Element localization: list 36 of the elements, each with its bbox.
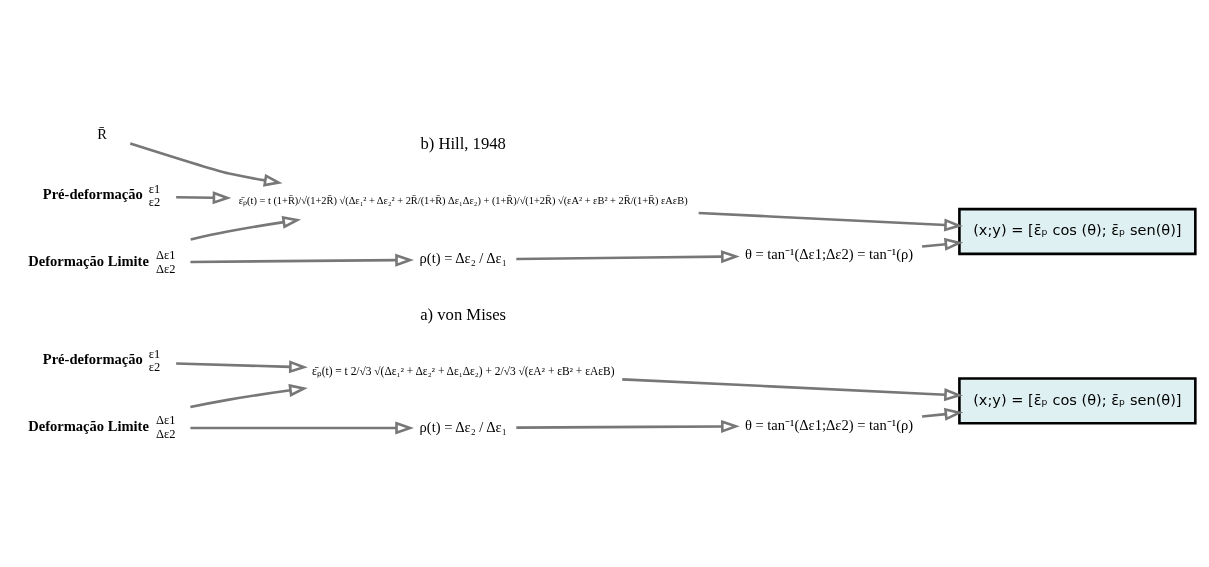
arrow <box>921 237 964 251</box>
node-text: ε̄ₚ(t) = t (1+R̄)/√(1+2R̄) √(Δε₁² + Δε₂² + 2R̄/(1+R̄) Δε₁Δε₂) + (1+R̄)/√(1+2R̄) √(εA² + εB² + 2R̄/(1+R̄) εAεB) <box>238 194 688 206</box>
node-label: ε2 <box>148 194 161 209</box>
label: a) von Mises <box>420 304 507 324</box>
node-box: (x;y) = [ε̄ₚ cos (θ); ε̄ₚ sen(θ)] <box>958 207 1197 255</box>
node-text: Pré-deformação <box>42 185 143 202</box>
arrow <box>190 253 414 267</box>
node-label: Δε2 <box>156 261 176 276</box>
node-text: Deformação Limite <box>28 417 149 434</box>
arrow <box>921 407 964 421</box>
arrow <box>176 190 232 204</box>
node-label: ε1 <box>148 181 161 196</box>
node-label: Δε1 <box>156 412 176 427</box>
arrow <box>129 141 283 187</box>
arrow <box>516 419 740 433</box>
node-text: Pré-deformação <box>42 350 143 367</box>
node-text: R̄ <box>97 125 107 142</box>
arrow <box>190 420 414 434</box>
node-text: Deformação Limite <box>28 252 149 268</box>
arrow <box>176 359 308 373</box>
node-label: ε2 <box>148 359 161 374</box>
arrow <box>622 377 963 401</box>
node-text: ε̄ₚ(t) = t 2/√3 √(Δε₁² + Δε₂² + Δε₁Δε₂) + 2/√3 √(εA² + εB² + εAεB) <box>311 364 615 377</box>
label: b) Hill, 1948 <box>420 133 506 153</box>
node-label: Δε1 <box>156 247 176 262</box>
node-text: θ = tan⁻¹(Δε1;Δε2) = tan⁻¹(ρ) <box>744 245 914 262</box>
node-label: ε1 <box>148 346 161 361</box>
arrow <box>190 215 302 241</box>
node-label: Δε2 <box>156 426 176 441</box>
node-text: ρ(t) = Δε₂ / Δε₁ <box>419 418 507 435</box>
arrow <box>516 249 740 263</box>
node-box: (x;y) = [ε̄ₚ cos (θ); ε̄ₚ sen(θ)] <box>958 376 1197 425</box>
arrow <box>190 383 308 408</box>
arrow <box>698 211 963 232</box>
node-text: ρ(t) = Δε₂ / Δε₁ <box>419 249 507 266</box>
node-text: θ = tan⁻¹(Δε1;Δε2) = tan⁻¹(ρ) <box>744 416 914 433</box>
